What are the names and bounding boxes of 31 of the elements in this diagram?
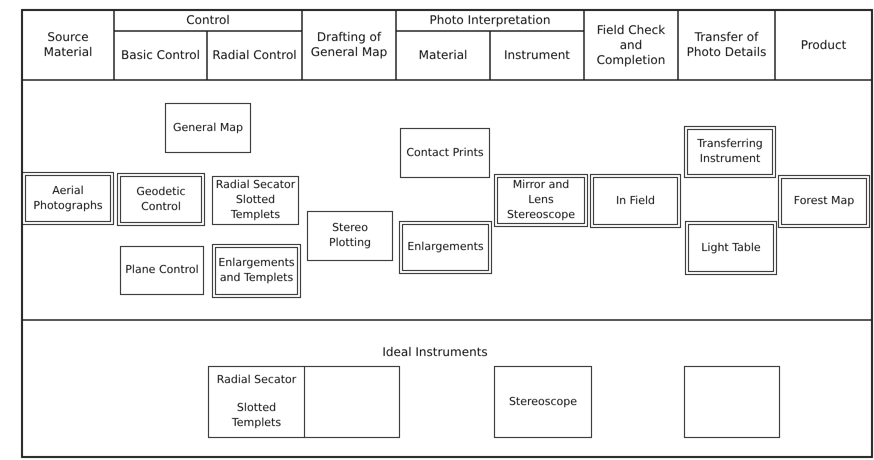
column-subheader: Material bbox=[418, 48, 468, 63]
process-box: Forest Map bbox=[778, 175, 870, 228]
column-header: Source Material bbox=[42, 30, 94, 60]
process-box: Light Table bbox=[685, 221, 777, 275]
section-heading: Ideal Instruments bbox=[382, 344, 488, 360]
column-header: Field Check and Completion bbox=[596, 22, 666, 68]
column-subheader: Instrument bbox=[504, 48, 570, 63]
instrument-box bbox=[208, 366, 305, 438]
empty-box bbox=[684, 366, 780, 438]
process-box: General Map bbox=[165, 103, 251, 153]
process-box: Aerial Photographs bbox=[22, 172, 114, 225]
process-box: Contact Prints bbox=[400, 128, 490, 178]
column-subheader: Radial Control bbox=[212, 48, 297, 63]
process-box: Stereoscope bbox=[494, 366, 592, 438]
process-box: Geodetic Control bbox=[117, 173, 205, 226]
column-header: Transfer of Photo Details bbox=[686, 30, 768, 60]
column-header: Drafting of General Map bbox=[310, 30, 388, 60]
column-header: Product bbox=[800, 38, 846, 52]
process-box: In Field bbox=[590, 174, 681, 228]
box-text: Radial Secator bbox=[216, 373, 296, 388]
box-text: Slotted Templets bbox=[230, 401, 282, 431]
column-header: Photo Interpretation bbox=[430, 13, 550, 28]
process-box: Transferring Instrument bbox=[684, 126, 776, 178]
process-box: Enlargements and Templets bbox=[212, 244, 301, 298]
process-box: Mirror and Lens Stereoscope bbox=[494, 174, 588, 227]
process-box: Plane Control bbox=[120, 246, 204, 295]
process-box: Radial Secator Slotted Templets bbox=[212, 176, 299, 225]
process-box: Stereo Plotting bbox=[307, 211, 393, 261]
process-box: Enlargements bbox=[399, 221, 492, 274]
column-subheader: Basic Control bbox=[121, 48, 200, 63]
column-header: Control bbox=[186, 13, 230, 28]
